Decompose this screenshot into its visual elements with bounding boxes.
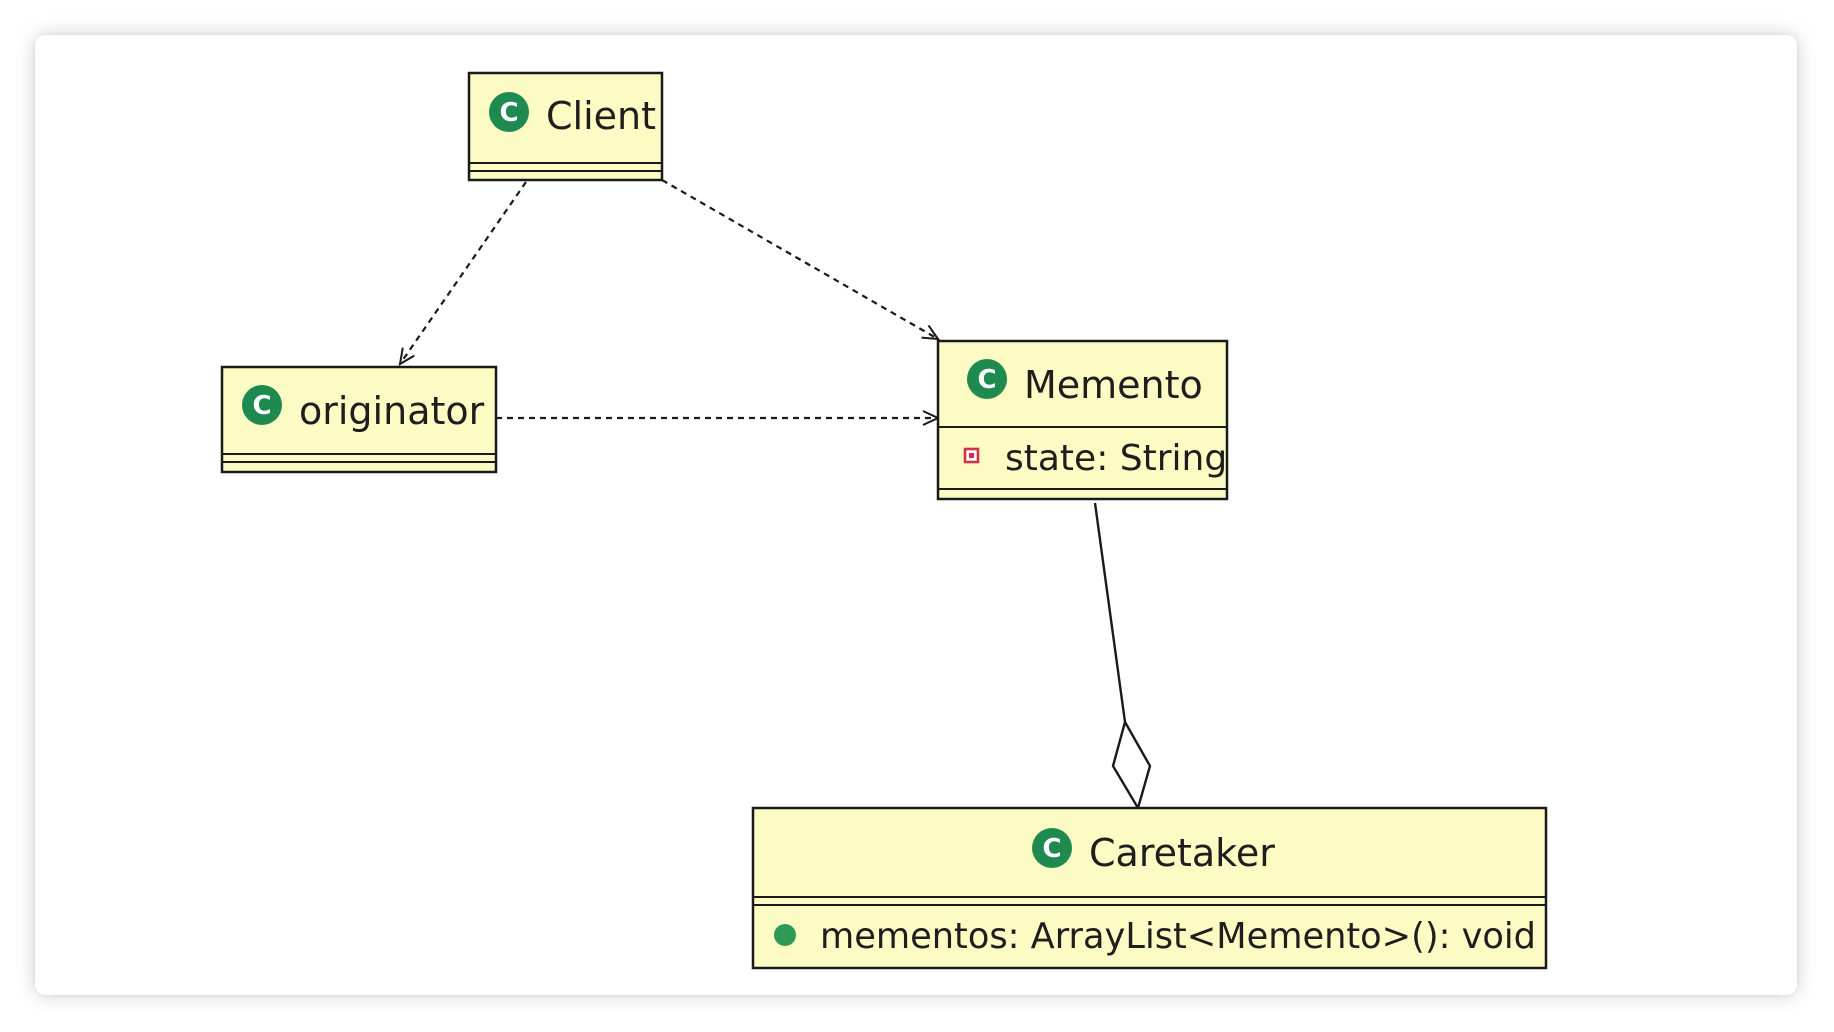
class-memento[interactable]: C Memento state: String — [936, 339, 1229, 501]
class-name-caretaker: Caretaker — [1089, 831, 1275, 875]
class-name-originator: originator — [299, 389, 485, 433]
svg-text:C: C — [1042, 834, 1061, 864]
class-name-client: Client — [546, 94, 656, 138]
class-name-memento: Memento — [1024, 363, 1203, 407]
class-c-icon: C — [242, 385, 282, 425]
aggregation-diamond-icon — [1111, 718, 1152, 812]
public-circle-icon — [774, 924, 796, 946]
class-c-icon: C — [967, 359, 1007, 399]
class-c-icon: C — [489, 92, 529, 132]
field-state: state: String — [1005, 438, 1227, 479]
svg-text:C: C — [977, 365, 996, 395]
class-client[interactable]: C Client — [467, 71, 664, 182]
class-originator[interactable]: C originator — [220, 365, 498, 474]
method-mementos: mementos: ArrayList<Memento>(): void — [820, 916, 1536, 957]
private-square-icon — [963, 447, 980, 464]
dependency-client-to-originator — [398, 181, 527, 366]
aggregation-line-caretaker-memento — [1093, 502, 1127, 723]
svg-text:C: C — [499, 98, 518, 128]
class-c-icon: C — [1032, 828, 1072, 868]
svg-text:C: C — [252, 391, 271, 421]
dependency-client-to-memento — [661, 179, 941, 341]
relations — [398, 179, 1152, 812]
class-caretaker[interactable]: C Caretaker mementos: ArrayList<Memento>… — [751, 806, 1548, 970]
